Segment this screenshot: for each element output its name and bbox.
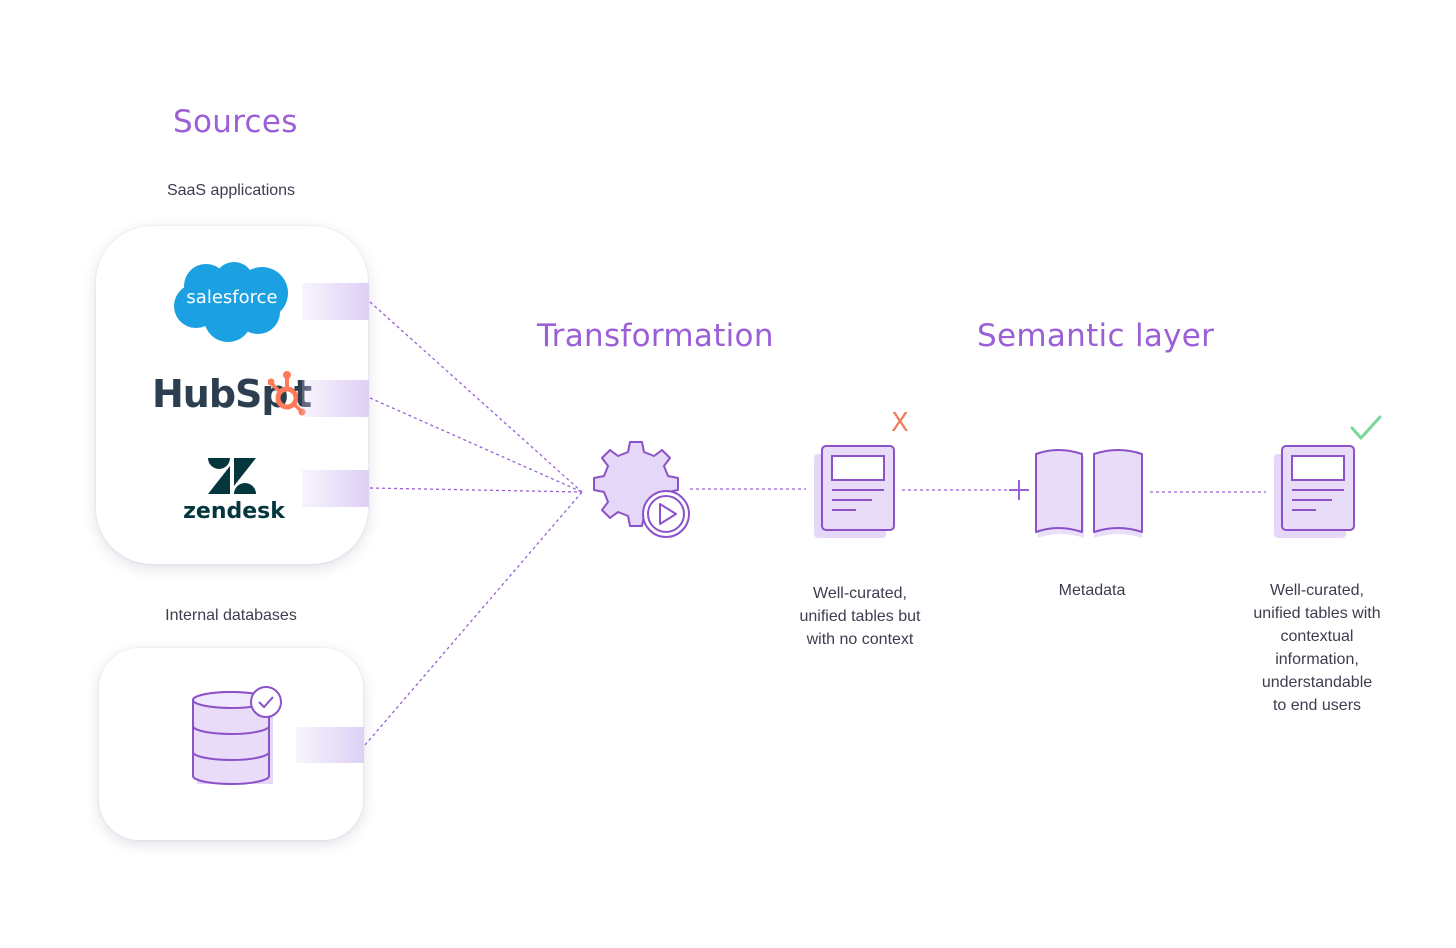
salesforce-logo: salesforce [170,260,294,344]
zendesk-mark-icon [208,458,256,494]
document-icon-with-context [1274,445,1355,538]
checkmark-icon [1350,415,1382,440]
semantic-layer-heading: Semantic layer [977,318,1215,354]
saas-applications-label: SaaS applications [166,182,296,199]
zendesk-wordmark: zendesk [183,499,285,524]
salesforce-wordmark: salesforce [186,287,278,308]
hubspot-connector [302,380,369,417]
transformation-heading: Transformation [537,318,774,354]
hubspot-wordmark-prefix: HubSp [152,372,289,416]
plus-icon [1009,480,1029,500]
database-check-icon [192,686,282,785]
flow-line-database [364,491,583,746]
internal-databases-label: Internal databases [165,607,297,624]
x-mark-icon: X [891,408,909,438]
with-context-caption: Well-curated, unified tables with contex… [1253,582,1381,714]
flow-line-salesforce [369,301,583,493]
sources-heading: Sources [173,104,298,140]
database-connector [296,727,364,763]
metadata-caption: Metadata [1058,582,1126,599]
no-context-caption: Well-curated, unified tables but with no… [799,585,921,648]
open-book-icon [1035,449,1143,538]
document-icon-no-context [814,445,895,538]
salesforce-connector [302,283,369,320]
flow-line-zendesk [369,487,583,493]
flow-line-hubspot [369,397,583,493]
gear-play-icon [593,441,690,538]
zendesk-connector [302,470,369,507]
zendesk-logo: zendesk [174,452,294,528]
